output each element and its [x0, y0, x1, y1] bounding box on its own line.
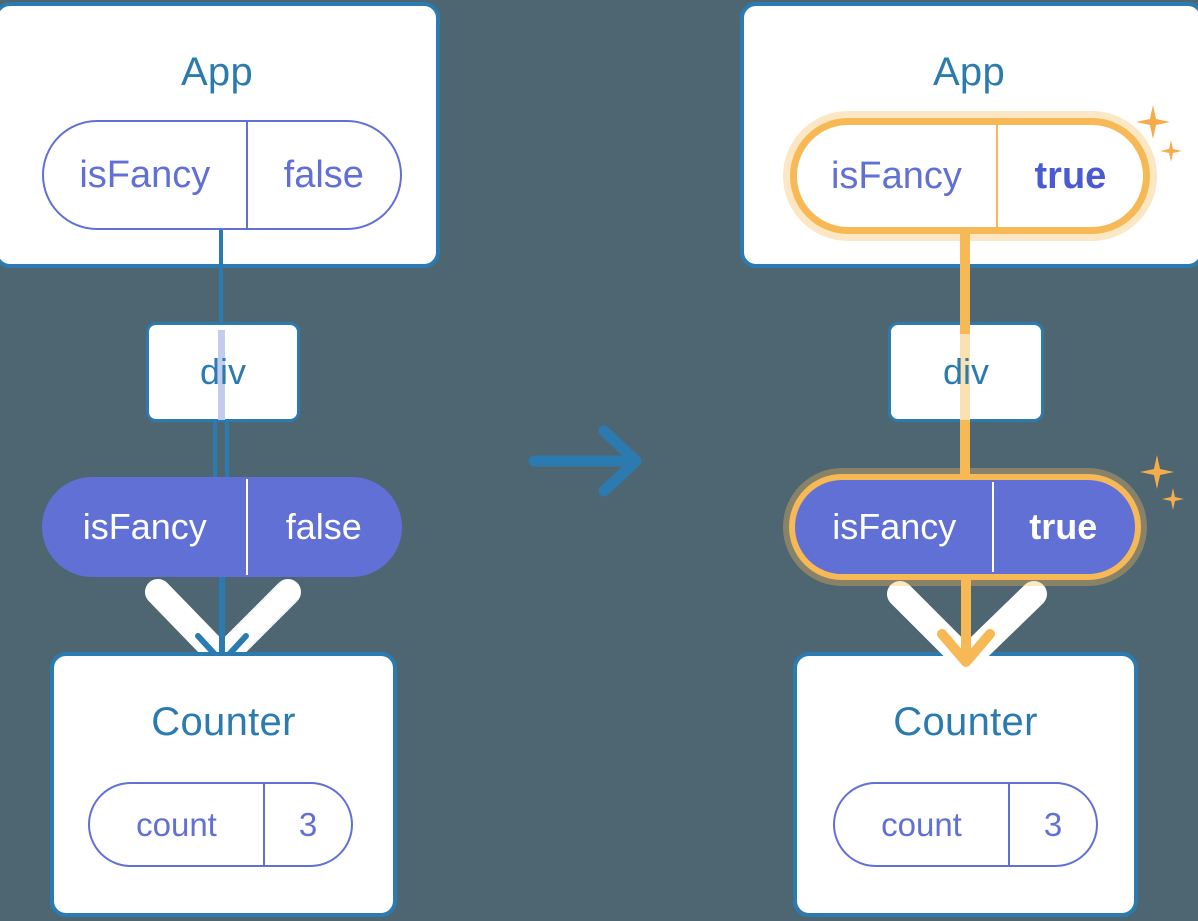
- connector-app-to-div-before: [219, 225, 223, 335]
- sparkle-icon-prop-small-after: [1162, 488, 1184, 510]
- sparkle-icon-prop-after: [1140, 455, 1174, 489]
- counter-state-pill-before: count 3: [88, 782, 353, 867]
- div-label-before: div: [199, 351, 247, 392]
- connector-div-to-prop-after: [960, 420, 970, 492]
- prop-pill-after: isFancy true: [795, 480, 1135, 574]
- app-state-key-after: isFancy: [830, 154, 962, 197]
- counter-title-after: Counter: [893, 700, 1038, 744]
- counter-state-value-before: 3: [263, 784, 351, 865]
- div-label-after: div: [942, 351, 990, 392]
- connector-div-to-prop-right-before: [225, 420, 229, 490]
- counter-state-pill-after: count 3: [833, 782, 1098, 867]
- connector-div-to-prop-left-before: [213, 420, 217, 490]
- app-title-before: App: [180, 50, 254, 94]
- transition-right-arrow-icon: [528, 425, 642, 497]
- prop-flow-arrow-after: [887, 567, 1047, 673]
- app-title-after: App: [932, 50, 1006, 94]
- prop-pill-before: isFancy false: [42, 477, 402, 577]
- connector-app-to-div-after: [960, 222, 970, 334]
- prop-line-through-div-before: [218, 330, 225, 420]
- prop-value-after: true: [991, 482, 1134, 572]
- app-state-value-before: false: [245, 122, 400, 228]
- prop-key-before: isFancy: [82, 506, 207, 547]
- prop-key-after: isFancy: [832, 506, 957, 547]
- prop-value-before: false: [245, 479, 400, 575]
- prop-line-through-div-after: [960, 330, 970, 422]
- counter-title-before: Counter: [151, 700, 296, 744]
- counter-state-value-after: 3: [1008, 784, 1096, 865]
- app-state-pill-before: isFancy false: [42, 120, 402, 230]
- counter-state-key-after: count: [881, 805, 962, 843]
- counter-state-key-before: count: [136, 805, 217, 843]
- app-state-key-before: isFancy: [79, 153, 211, 196]
- app-state-pill-after: isFancy true: [790, 118, 1150, 234]
- app-state-value-after: true: [995, 125, 1143, 227]
